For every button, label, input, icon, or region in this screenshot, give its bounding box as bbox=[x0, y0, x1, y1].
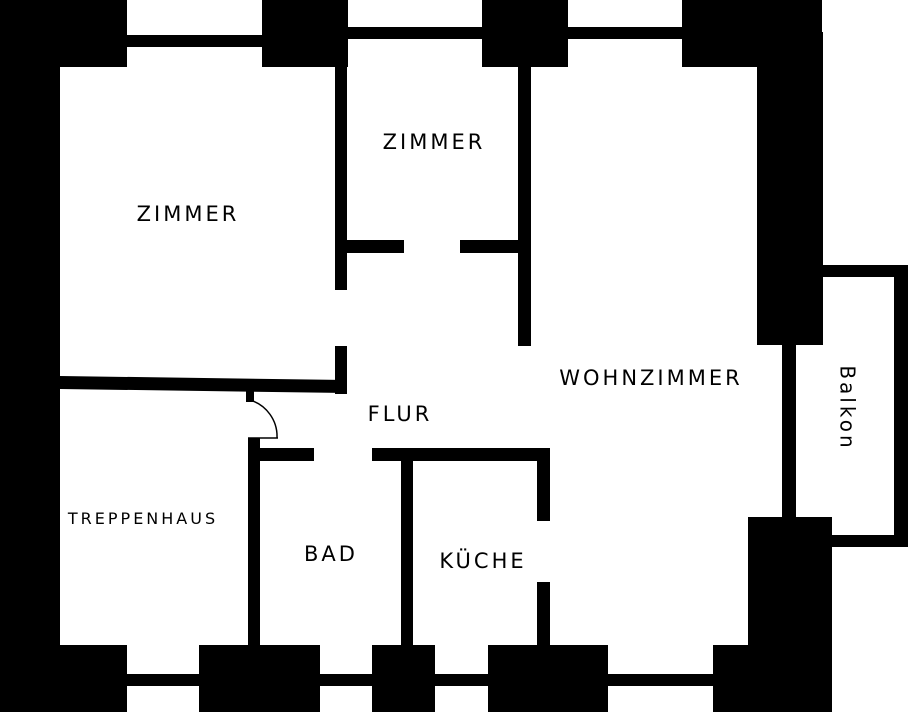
wall-kueche-wohnzimmer-lower bbox=[537, 582, 550, 648]
wall-treppenhaus-bad-upper bbox=[246, 382, 254, 402]
wall-treppenhaus-bad bbox=[248, 438, 260, 648]
door-swing-arc bbox=[249, 399, 278, 439]
room-label-zimmer-top: ZIMMER bbox=[383, 130, 486, 154]
wall-bottom-thin-1 bbox=[120, 674, 210, 686]
balcony-rail-top bbox=[820, 265, 908, 277]
wall-bottom-left-block bbox=[0, 645, 127, 712]
room-label-wohnzimmer: WOHNZIMMER bbox=[559, 366, 742, 390]
wall-top-left-block bbox=[0, 0, 127, 67]
room-label-kueche: KÜCHE bbox=[439, 548, 526, 573]
wall-flur-bad-right bbox=[372, 448, 550, 461]
room-label-bad: BAD bbox=[304, 542, 358, 566]
wall-bottom-pillar-2 bbox=[372, 645, 435, 712]
balcony-rail-bottom bbox=[830, 535, 908, 547]
room-label-flur: FLUR bbox=[368, 402, 433, 426]
wall-bottom-thin-4 bbox=[600, 674, 720, 686]
wall-top-segment-2 bbox=[340, 27, 490, 39]
wall-bottom-thin-2 bbox=[315, 674, 380, 686]
wall-top-segment-1 bbox=[120, 35, 270, 47]
room-label-treppenhaus: TREPPENHAUS bbox=[67, 509, 218, 528]
wall-interior-v1-upper bbox=[335, 40, 347, 290]
wall-bottom-pillar-1 bbox=[199, 645, 320, 712]
wall-bad-kueche bbox=[401, 461, 413, 649]
wall-bottom-pillar-3 bbox=[488, 645, 608, 712]
wall-top-zimmer-bottom-right bbox=[460, 240, 530, 253]
wall-zimmer-wohnzimmer bbox=[518, 40, 531, 346]
wall-top-segment-3 bbox=[560, 27, 690, 39]
wall-flur-bad-left bbox=[248, 448, 314, 461]
wall-top-pillar-1 bbox=[262, 0, 348, 67]
wall-bottom-thin-3 bbox=[430, 674, 500, 686]
wall-right-lower-thin bbox=[782, 340, 796, 525]
wall-outer-left bbox=[0, 0, 60, 712]
wall-right-upper bbox=[757, 32, 823, 345]
balcony-rail-right bbox=[894, 265, 908, 547]
room-label-balkon: Balkon bbox=[836, 365, 860, 450]
wall-zimmer-treppenhaus bbox=[60, 376, 347, 393]
room-label-zimmer-left: ZIMMER bbox=[137, 202, 240, 226]
wall-bottom-pillar-4 bbox=[713, 645, 813, 712]
wall-top-zimmer-bottom-left bbox=[347, 240, 404, 253]
wall-kueche-wohnzimmer-upper bbox=[537, 448, 550, 521]
